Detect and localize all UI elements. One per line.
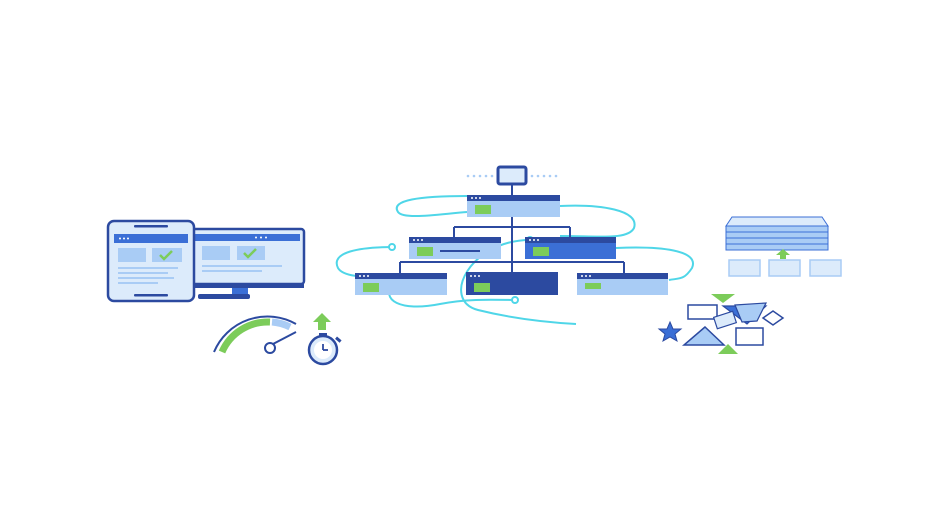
gauge-needle: [272, 331, 297, 345]
scattered-shapes-icon: [657, 294, 785, 354]
root-node: [496, 165, 528, 186]
monitor-icon: [188, 227, 306, 299]
speedometer-icon: [213, 315, 297, 354]
phone-icon: [106, 219, 196, 303]
arrow-up-icon: [776, 249, 790, 259]
dotted-line: [466, 174, 558, 178]
sitemap-window-level3-b: [466, 272, 558, 295]
arrow-up-icon: [313, 313, 331, 330]
sitemap-hierarchy-icon: [335, 165, 695, 325]
tree-lines: [399, 184, 625, 273]
sitemap-window-level2-left: [409, 237, 501, 259]
checkmark-icon: [243, 248, 257, 259]
sitemap-window-level3-c: [577, 273, 668, 295]
sitemap-window-level3-a: [355, 273, 447, 295]
checkmark-icon: [159, 250, 173, 261]
phone-and-monitor-icon: [106, 219, 306, 303]
gauge-fill: [218, 318, 271, 354]
sitemap-window-level1: [467, 195, 560, 217]
server-stack-icon: [725, 216, 842, 277]
sitemap-window-level2-right: [525, 237, 616, 259]
stopwatch-icon: [307, 333, 342, 366]
